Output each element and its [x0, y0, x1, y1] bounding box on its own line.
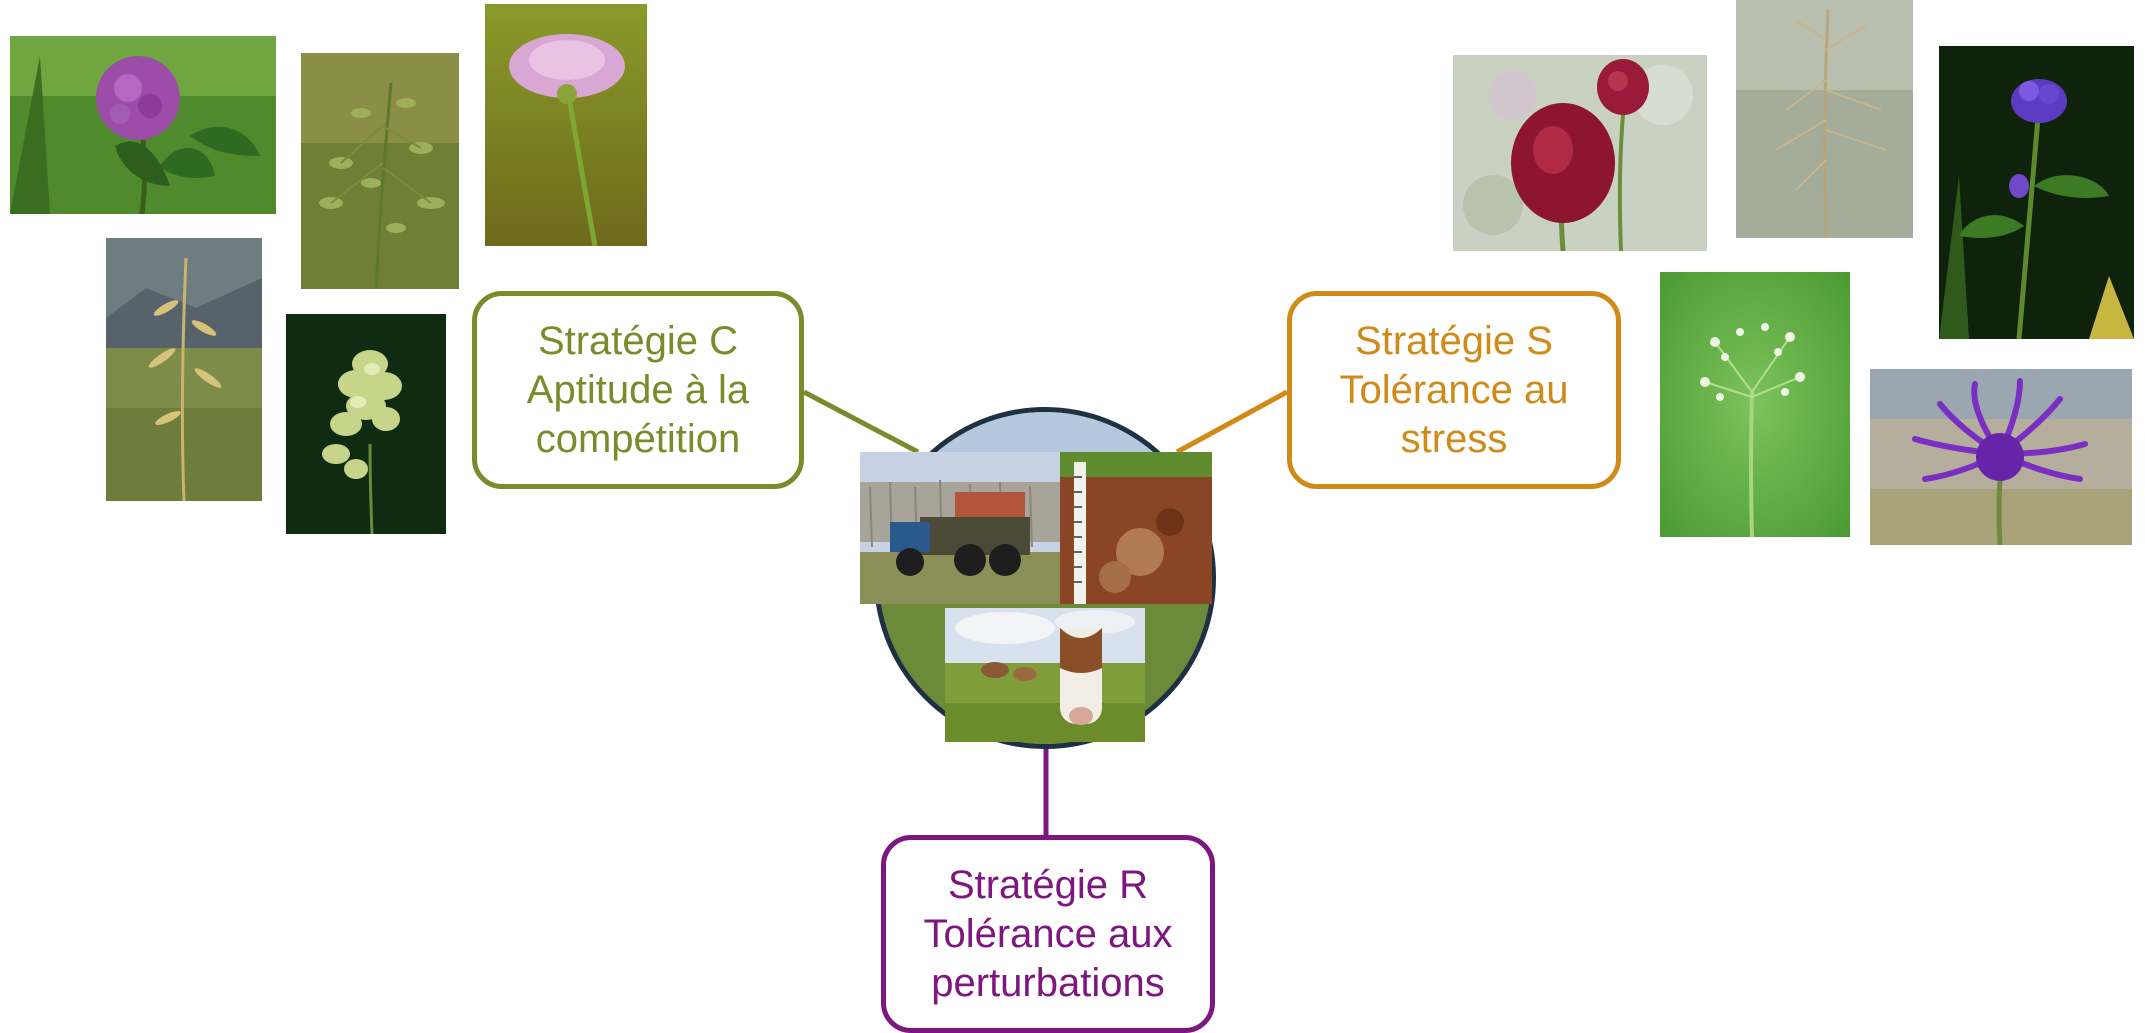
manure-spreader-icon: [860, 452, 1060, 604]
strategy-r-line2: perturbations: [931, 960, 1165, 1005]
strategy-s-line1: Tolérance au: [1339, 367, 1569, 412]
red-clover-icon: [10, 36, 276, 214]
strategy-s-box: Stratégie S Tolérance au stress: [1287, 291, 1621, 489]
connector-s: [1175, 389, 1289, 455]
strategy-r-line1: Tolérance aux: [923, 911, 1173, 956]
connector-c: [802, 389, 920, 455]
strategy-s-line2: stress: [1400, 416, 1508, 461]
strategy-c-title: Stratégie C: [537, 318, 739, 363]
oat-grass-icon: [106, 238, 262, 501]
strategy-c-line1: Aptitude à la: [526, 367, 750, 412]
red-allium-icon: [1453, 55, 1707, 251]
quaking-grass-icon: [1660, 272, 1850, 537]
strategy-r-title: Stratégie R: [947, 862, 1149, 907]
purple-bellflower-icon: [1939, 46, 2134, 339]
scabious-flower-icon: [485, 4, 647, 246]
rampion-flower-icon: [1870, 369, 2132, 545]
strategy-c-box: Stratégie C Aptitude à la compétition: [472, 291, 804, 489]
seed-head-icon: [286, 314, 446, 534]
grass-panicle-icon: [301, 53, 459, 289]
strategy-c-line2: compétition: [535, 416, 741, 461]
strategy-s-title: Stratégie S: [1355, 318, 1553, 363]
soil-profile-icon: [1060, 452, 1212, 604]
strategy-r-box: Stratégie R Tolérance aux perturbations: [881, 835, 1215, 1033]
grazing-cows-icon: [945, 608, 1145, 742]
feather-grass-icon: [1736, 0, 1913, 238]
